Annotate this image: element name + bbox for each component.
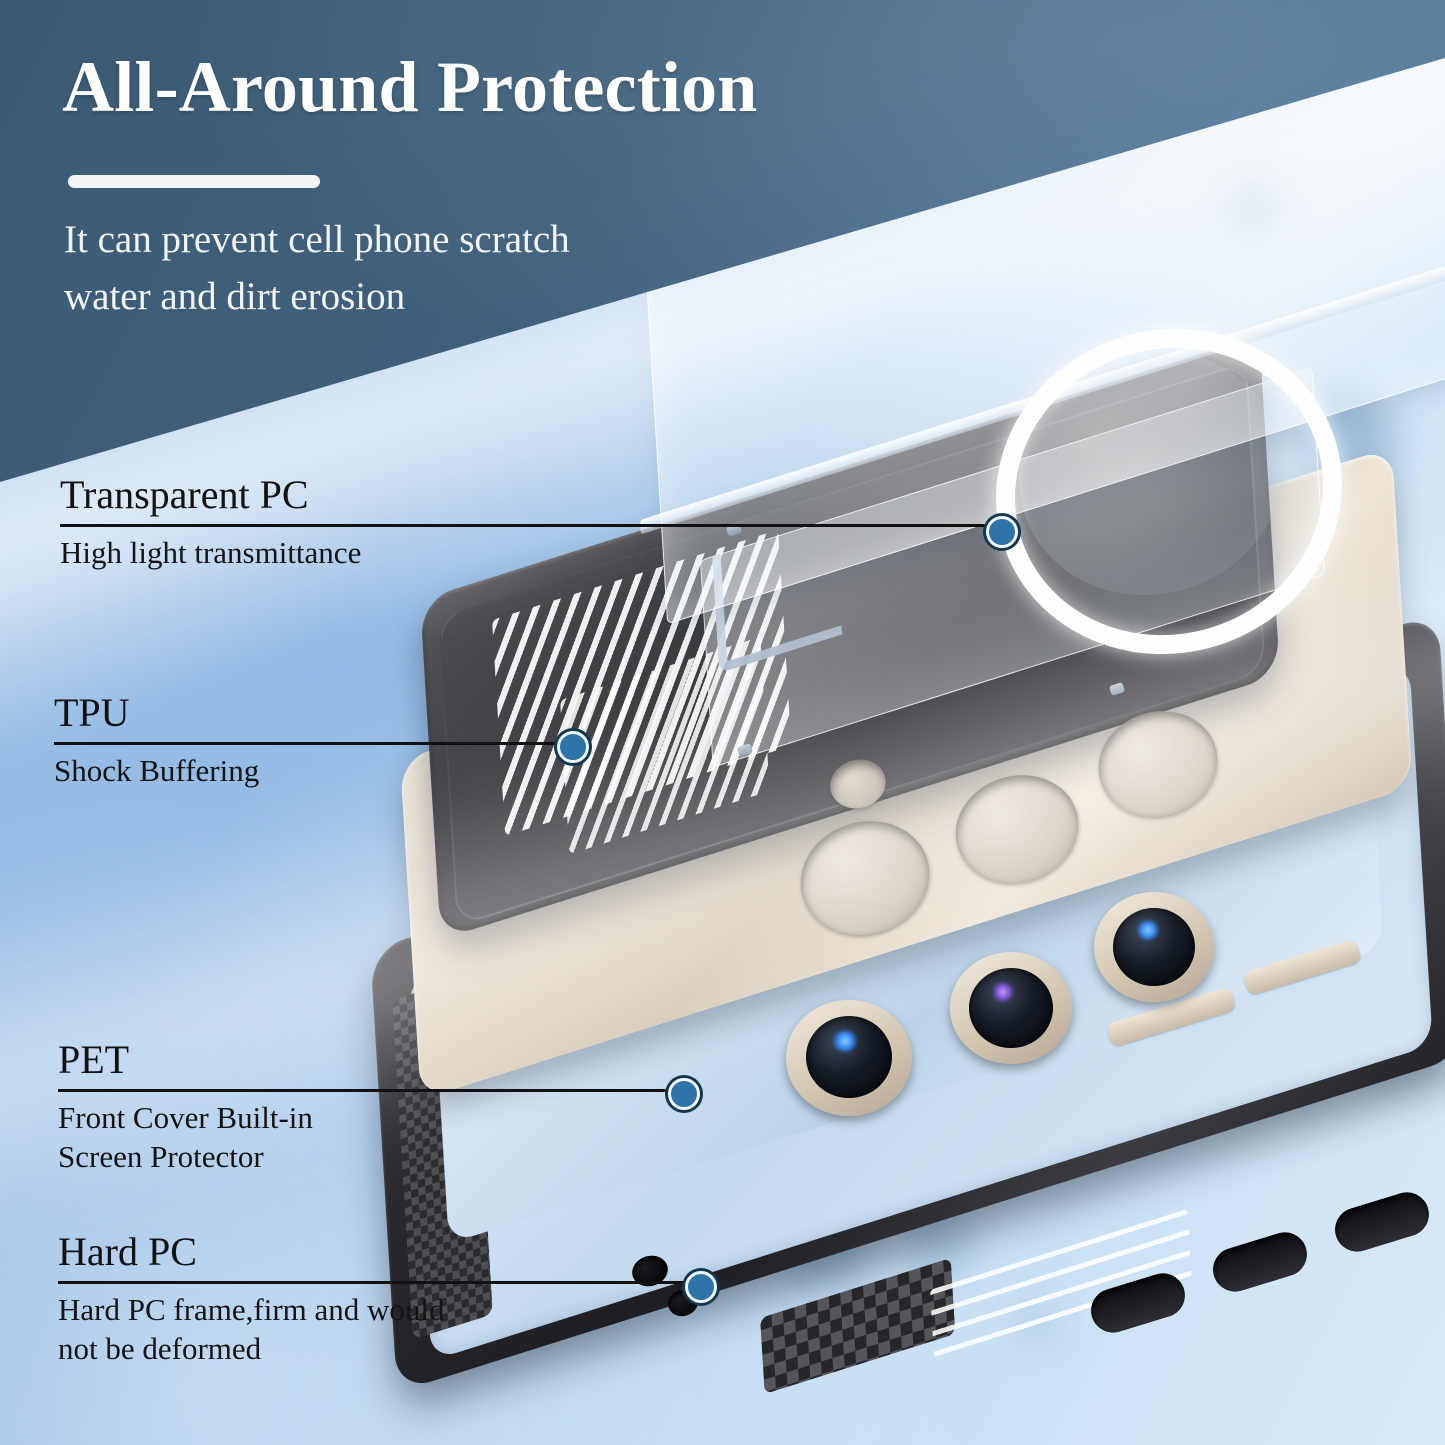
bokeh-dot: [1356, 1018, 1420, 1082]
callout-marker-transparent-pc: [986, 516, 1018, 548]
callout-marker-pet: [668, 1078, 700, 1110]
callout-tpu: TPU Shock Buffering: [54, 693, 576, 791]
bokeh-dot: [775, 1196, 867, 1288]
callout-marker-hard-pc: [685, 1271, 717, 1303]
page-subtitle: It can prevent cell phone scratch water …: [64, 212, 824, 325]
callout-title: TPU: [54, 690, 130, 735]
callout-title: Hard PC: [58, 1229, 197, 1274]
callout-leader-line: [58, 1281, 700, 1284]
callout-transparent-pc: Transparent PC High light transmittance: [60, 475, 1012, 573]
callout-subtitle: Shock Buffering: [54, 752, 576, 791]
callout-pet: PET Front Cover Built-in Screen Protecto…: [58, 1040, 683, 1177]
bokeh-dot: [1218, 168, 1284, 234]
callout-leader-line: [54, 742, 576, 745]
title-divider: [68, 175, 320, 188]
bokeh-dot: [1300, 392, 1396, 488]
callout-subtitle: Hard PC frame,firm and would not be defo…: [58, 1291, 700, 1369]
bokeh-dot: [1258, 1040, 1314, 1096]
callout-subtitle-line: not be deformed: [58, 1330, 262, 1366]
callout-subtitle-line: High light transmittance: [60, 535, 362, 570]
callout-subtitle-line: Front Cover Built-in: [58, 1100, 313, 1135]
callout-marker-tpu: [557, 731, 589, 763]
callout-title: PET: [58, 1037, 130, 1082]
callout-title: Transparent PC: [60, 472, 309, 517]
callout-subtitle-line: Screen Protector: [58, 1138, 264, 1174]
callout-subtitle-line: Hard PC frame,firm and would: [58, 1292, 445, 1327]
bokeh-dot: [1010, 1296, 1064, 1350]
callout-subtitle-line: Shock Buffering: [54, 753, 260, 788]
callout-subtitle: High light transmittance: [60, 534, 1012, 573]
page-title: All-Around Protection: [62, 47, 758, 127]
bokeh-dot: [1174, 700, 1292, 818]
callout-subtitle: Front Cover Built-in Screen Protector: [58, 1099, 683, 1177]
callout-leader-line: [60, 524, 1012, 527]
callout-leader-line: [58, 1089, 683, 1092]
subtitle-line-1: It can prevent cell phone scratch: [64, 218, 570, 261]
bokeh-dot: [905, 1208, 975, 1278]
callout-hard-pc: Hard PC Hard PC frame,firm and would not…: [58, 1232, 700, 1369]
subtitle-line-2: water and dirt erosion: [64, 274, 406, 318]
